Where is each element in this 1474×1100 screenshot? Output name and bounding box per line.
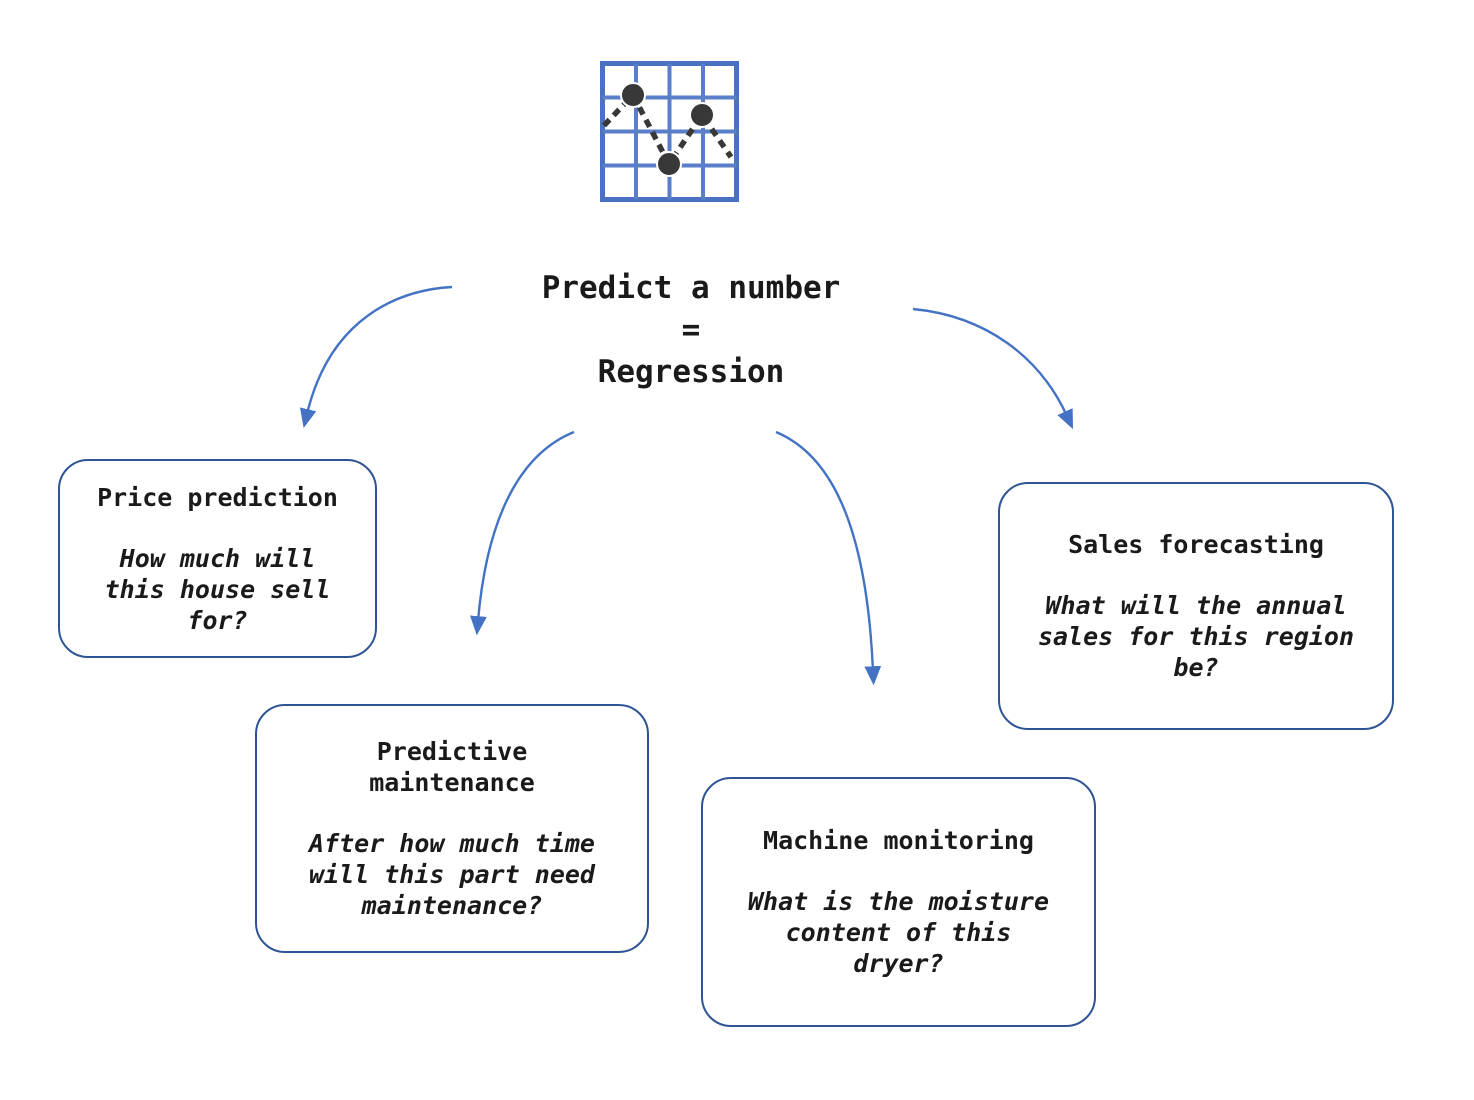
- box-title-line: Sales forecasting: [1068, 530, 1324, 559]
- box-title-line: Machine monitoring: [763, 826, 1034, 855]
- box-question-line: this house sell: [104, 574, 331, 604]
- arrow-to-predictive-maintenance: [470, 430, 575, 636]
- box-question: What is the moisture content of this dry…: [748, 886, 1049, 979]
- box-title-line: maintenance: [369, 768, 535, 797]
- title-line: =: [681, 312, 701, 348]
- central-concept-title: Predict a number = Regression: [441, 267, 941, 393]
- box-question-line: dryer?: [853, 949, 944, 978]
- box-title: Price prediction: [97, 482, 338, 513]
- example-box-machine-monitoring: Machine monitoring What is the moisture …: [701, 777, 1096, 1027]
- box-question-line: be?: [1173, 653, 1219, 682]
- title-line: Predict a number: [541, 270, 841, 306]
- box-title-line: Predictive: [376, 737, 528, 766]
- box-question: How much will this house sell for?: [105, 543, 331, 636]
- box-question-line: How much will: [119, 543, 316, 573]
- box-question-line: After how much time: [309, 829, 595, 858]
- box-question: What will the annual sales for this regi…: [1038, 590, 1354, 683]
- arrow-to-machine-monitoring: [775, 430, 882, 686]
- line-chart-grid-icon: [600, 61, 739, 202]
- arrow-to-price-prediction: [299, 285, 453, 429]
- example-box-predictive-maintenance: Predictive maintenance After how much ti…: [255, 704, 649, 953]
- box-title: Predictive maintenance: [369, 736, 535, 798]
- box-question-line: What will the annual: [1045, 591, 1347, 620]
- box-question: After how much time will this part need …: [309, 828, 595, 921]
- box-question-line: What is the moisture: [747, 887, 1050, 916]
- box-title-line: Price prediction: [97, 482, 338, 512]
- box-title: Sales forecasting: [1068, 529, 1324, 560]
- box-question-line: content of this: [785, 918, 1012, 947]
- example-box-price-prediction: Price prediction How much will this hous…: [58, 459, 377, 658]
- box-question-line: maintenance?: [361, 891, 543, 920]
- box-question-line: for?: [187, 605, 248, 635]
- box-title: Machine monitoring: [763, 825, 1034, 856]
- box-question-line: will this part need: [309, 860, 595, 889]
- title-line: Regression: [597, 354, 785, 390]
- example-box-sales-forecasting: Sales forecasting What will the annual s…: [998, 482, 1394, 730]
- icon-data-points: [620, 82, 715, 177]
- box-question-line: sales for this region: [1037, 622, 1355, 651]
